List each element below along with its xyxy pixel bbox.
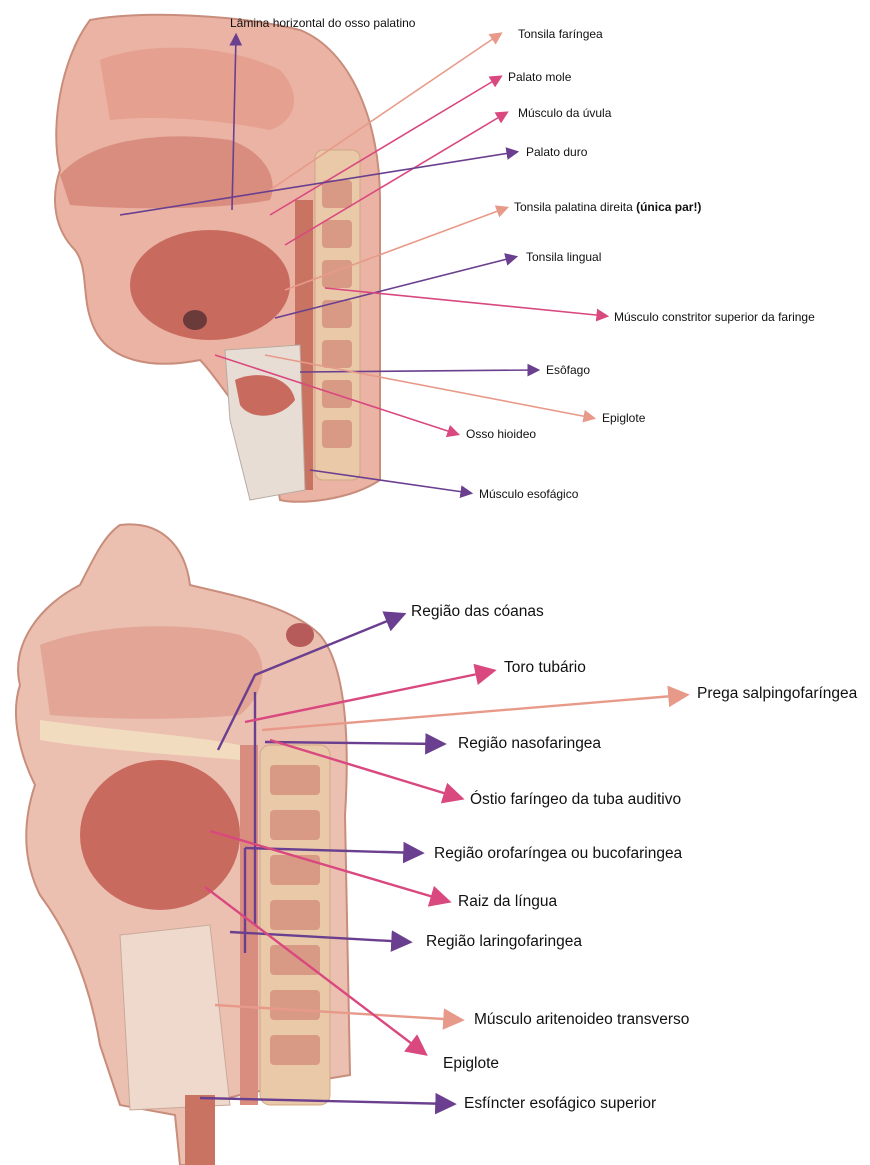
label-tonsila-faringea: Tonsila faríngea — [518, 27, 603, 41]
label-lamina-horizontal: Lâmina horizontal do osso palatino — [230, 16, 415, 30]
label-musculo-esofagico: Músculo esofágico — [479, 487, 578, 501]
label-aritenoideo-transverso: Músculo aritenoideo transverso — [474, 1011, 689, 1029]
top-anatomy-illustration — [0, 0, 870, 515]
label-constritor-superior: Músculo constritor superior da faringe — [614, 310, 815, 324]
label-regiao-laringofaringea: Região laringofaringea — [426, 933, 582, 951]
label-epiglote-top: Epiglote — [602, 411, 645, 425]
label-regiao-nasofaringea: Região nasofaringea — [458, 735, 601, 753]
label-osso-hioideo: Osso hioideo — [466, 427, 536, 441]
label-palato-duro: Palato duro — [526, 145, 587, 159]
top-anatomy-panel: Lâmina horizontal do osso palatino Tonsi… — [0, 0, 870, 515]
label-esfincter-esofagico: Esfíncter esofágico superior — [464, 1095, 656, 1113]
label-ostio-faringeo: Óstio faríngeo da tuba auditivo — [470, 791, 681, 809]
label-tonsila-palatina-note: (única par!) — [636, 200, 701, 214]
label-raiz-lingua: Raiz da língua — [458, 893, 557, 911]
label-regiao-coanas: Região das cóanas — [411, 603, 544, 621]
label-regiao-orofaringea: Região orofaríngea ou bucofaringea — [434, 845, 682, 863]
top-head-model — [55, 15, 380, 502]
label-musculo-uvula: Músculo da úvula — [518, 106, 611, 120]
label-prega-salpingofaringea: Prega salpingofaríngea — [697, 685, 857, 703]
bottom-anatomy-panel: Região das cóanas Toro tubário Prega sal… — [0, 515, 870, 1165]
label-tonsila-palatina: Tonsila palatina direita (única par!) — [514, 200, 701, 214]
label-esofago: Esôfago — [546, 363, 590, 377]
label-epiglote-bottom: Epiglote — [443, 1055, 499, 1073]
label-tonsila-palatina-text: Tonsila palatina direita — [514, 200, 633, 214]
label-toro-tubario: Toro tubário — [504, 659, 586, 677]
bottom-head-model — [16, 524, 350, 1165]
label-palato-mole: Palato mole — [508, 70, 571, 84]
label-tonsila-lingual: Tonsila lingual — [526, 250, 601, 264]
